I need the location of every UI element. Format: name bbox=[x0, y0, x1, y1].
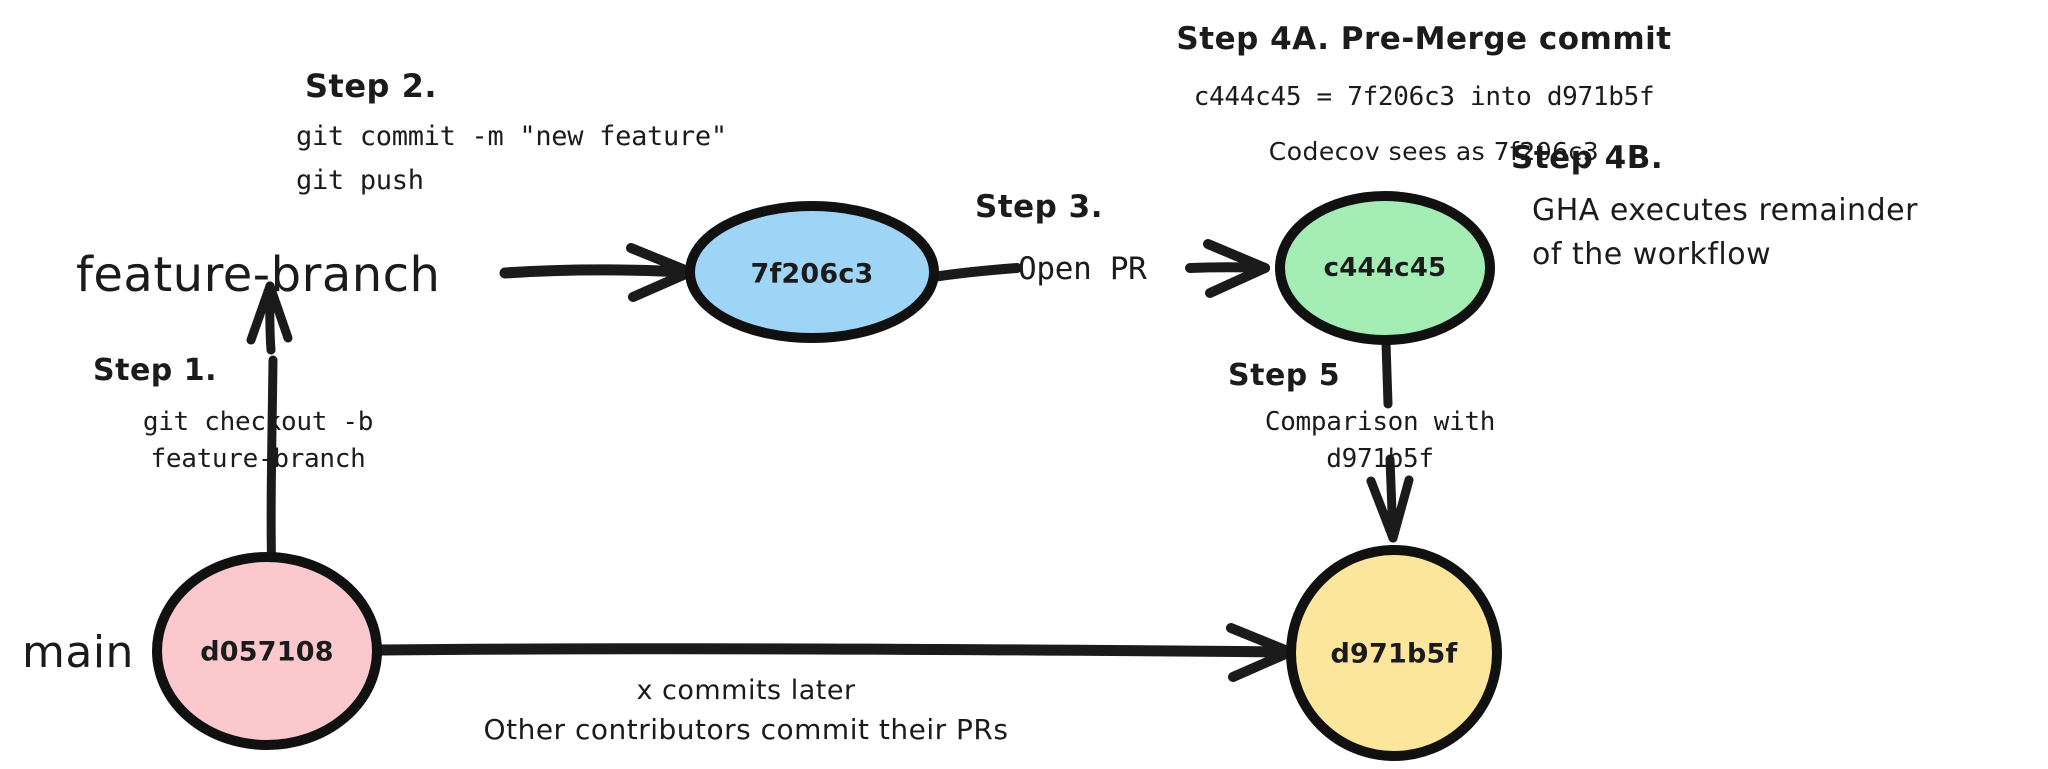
main-annotation-line-1: x commits later bbox=[636, 675, 856, 706]
main-annotation-line-2: Other contributors commit their PRs bbox=[483, 713, 1009, 746]
step3-heading: Step 3. bbox=[975, 189, 1103, 225]
arrow-featurebranch-to-7f206c3 bbox=[499, 243, 696, 302]
step2-line-1: git commit -m "new feature" bbox=[296, 121, 727, 152]
step1-line-2: feature-branch bbox=[150, 444, 366, 474]
step2-heading: Step 2. bbox=[305, 67, 438, 105]
step5-line-2: d971b5f bbox=[1326, 444, 1434, 474]
step2-line-2: git push bbox=[296, 165, 424, 196]
node-label-7f206c3: 7f206c3 bbox=[750, 258, 874, 290]
step4a-line-1: c444c45 = 7f206c3 into d971b5f bbox=[1193, 82, 1655, 112]
step3-line-1: Open PR bbox=[1018, 251, 1147, 287]
feature-branch-label: feature-branch bbox=[76, 247, 441, 303]
step5-heading: Step 5 bbox=[1228, 358, 1341, 393]
arrow-step5-down bbox=[1366, 338, 1414, 543]
arrow-main-to-d971b5f bbox=[369, 623, 1296, 682]
main-label: main bbox=[22, 627, 134, 678]
step1-line-1: git checkout -b bbox=[142, 407, 374, 437]
step4b-heading: Step 4B. bbox=[1511, 140, 1664, 176]
step4b-line-2: of the workflow bbox=[1532, 237, 1772, 272]
step5-line-1: Comparison with bbox=[1264, 407, 1496, 437]
node-label-c444c45: c444c45 bbox=[1323, 253, 1447, 283]
step4a-line-2: Codecov sees as 7f206c3 bbox=[1268, 137, 1600, 166]
step1-heading: Step 1. bbox=[93, 353, 217, 388]
node-label-d057108: d057108 bbox=[200, 636, 334, 668]
arrow-openpr-to-c444c45 bbox=[1185, 239, 1270, 298]
step4a-heading: Step 4A. Pre-Merge commit bbox=[1176, 21, 1672, 57]
step4b-line-1: GHA executes remainder bbox=[1532, 193, 1918, 228]
connector-7f206c3-to-openpr bbox=[928, 263, 1022, 282]
node-label-d971b5f: d971b5f bbox=[1330, 638, 1458, 670]
